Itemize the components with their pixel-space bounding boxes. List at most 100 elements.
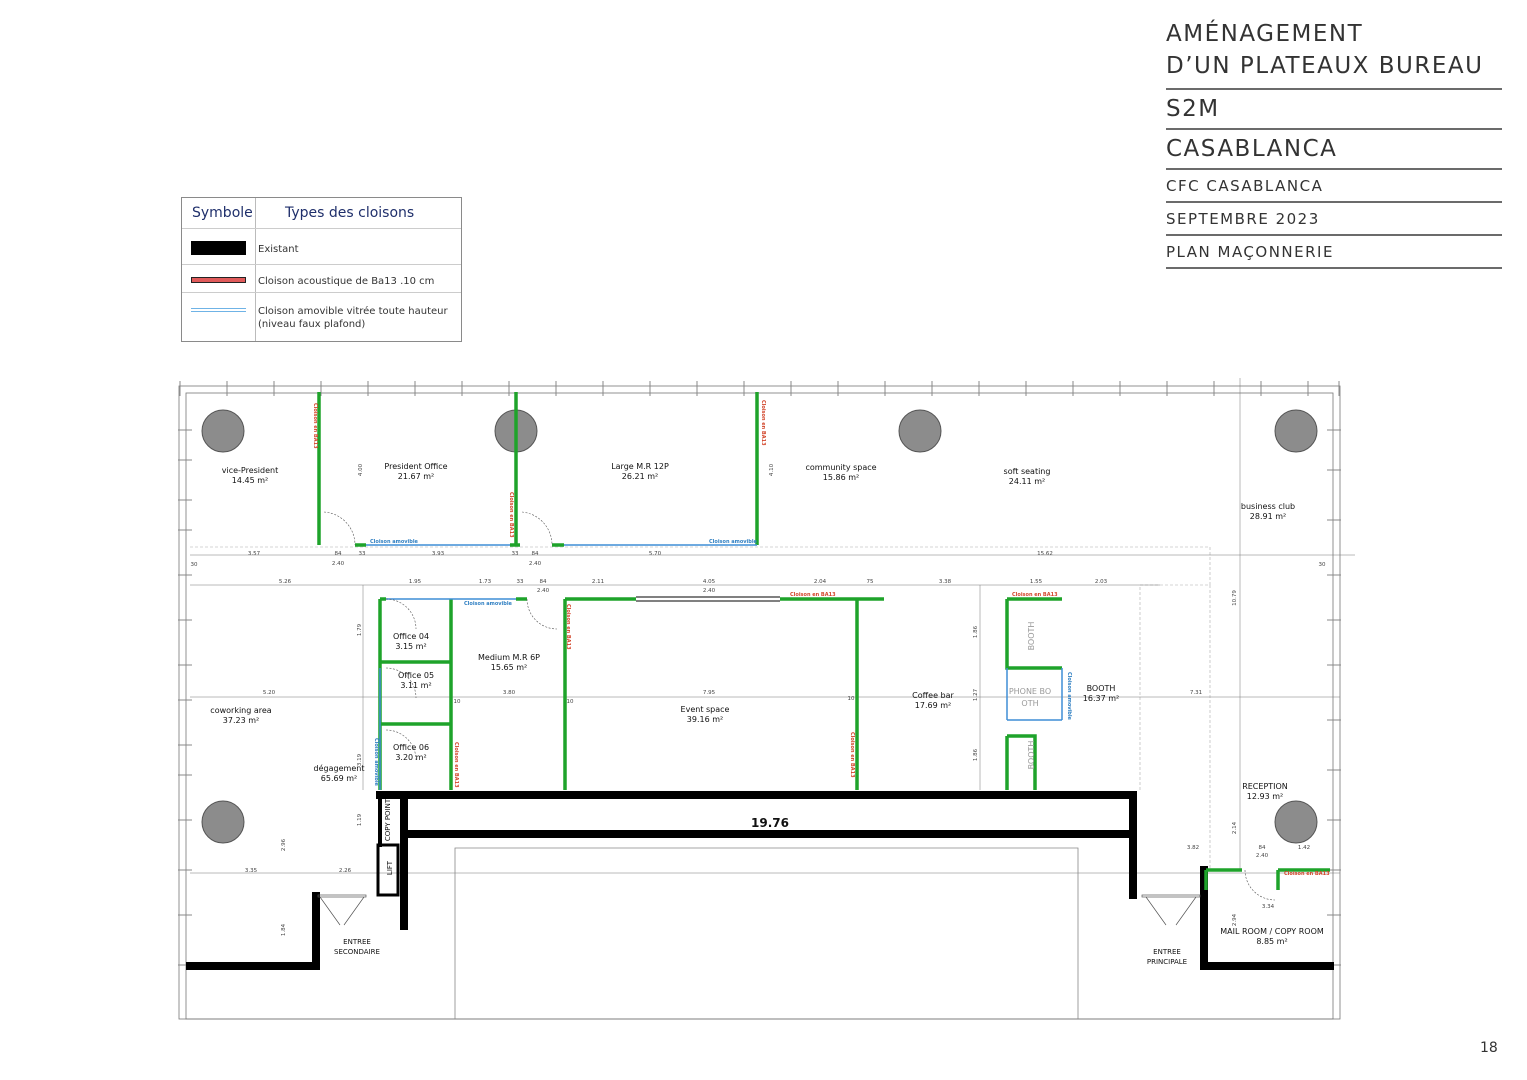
room-area-mail-room: 8.85 m² xyxy=(1256,937,1287,946)
svg-text:15.65 m²: 15.65 m² xyxy=(491,663,527,672)
sheet-name: PLAN MAÇONNERIE xyxy=(1166,236,1502,269)
legend-types-header: Types des cloisons xyxy=(285,205,415,221)
legend-item-acoustic: Cloison acoustique de Ba13 .10 cm xyxy=(258,276,435,287)
dim-text: 1.19 xyxy=(357,813,363,826)
room-name-office-04: Office 04 xyxy=(393,632,429,641)
legend-item-glazed-2: (niveau faux plafond) xyxy=(258,319,366,330)
svg-text:14.45 m²: 14.45 m² xyxy=(232,476,268,485)
dim-text: 7.31 xyxy=(1190,690,1202,696)
glazed-note: Cloison amovible xyxy=(464,601,513,607)
svg-text:Office 06: Office 06 xyxy=(393,743,429,752)
void-outline xyxy=(454,847,1079,1019)
svg-text:Large M.R 12P: Large M.R 12P xyxy=(611,462,669,471)
ba13-note: Cloison en BA13 xyxy=(565,604,571,650)
svg-text:15.86 m²: 15.86 m² xyxy=(823,473,859,482)
svg-text:coworking area: coworking area xyxy=(210,706,272,715)
svg-text:dégagement: dégagement xyxy=(314,763,365,773)
client-name: S2M xyxy=(1166,90,1502,130)
title-line-2: D’UN PLATEAUX BUREAU xyxy=(1166,53,1484,79)
room-name-community-space: community space xyxy=(805,463,876,472)
room-name-mail-room: MAIL ROOM / COPY ROOM xyxy=(1220,927,1324,936)
dim-text: 1.84 xyxy=(281,923,287,936)
legend-item-glazed-1: Cloison amovible vitrée toute hauteur xyxy=(258,306,448,317)
ba13-note: Cloison en BA13 xyxy=(508,492,514,538)
partition-notes: Cloison en BA13 Cloison en BA13 Cloison … xyxy=(312,400,1330,877)
room-area-president-office: 21.67 m² xyxy=(398,472,434,481)
dim-text: 1.79 xyxy=(357,623,363,636)
glazed-note: Cloison amovible xyxy=(709,539,758,545)
dim-text: 2.96 xyxy=(281,838,287,851)
dim-text: 10 xyxy=(567,699,574,705)
title-block: AMÉNAGEMENT D’UN PLATEAUX BUREAU S2M CAS… xyxy=(1166,18,1502,269)
dim-text: 1.95 xyxy=(409,579,422,585)
dim-text: 4.05 xyxy=(703,579,716,585)
room-area-office-05: 3.11 m² xyxy=(400,681,431,690)
ba13-note: Cloison en BA13 xyxy=(849,732,855,778)
secondary-entrance-label-2: SECONDAIRE xyxy=(334,948,380,956)
glazed-note: Cloison amovible xyxy=(373,738,379,787)
svg-text:community space: community space xyxy=(805,463,876,472)
dim-text: 84 xyxy=(540,579,547,585)
svg-text:MAIL ROOM / COPY ROOM: MAIL ROOM / COPY ROOM xyxy=(1220,927,1324,936)
dim-text: 2.26 xyxy=(339,868,352,874)
svg-text:39.16 m²: 39.16 m² xyxy=(687,715,723,724)
ba13-note: Cloison en BA13 xyxy=(1012,592,1058,598)
dim-text: 1.86 xyxy=(973,625,979,638)
dim-text: 2.14 xyxy=(1232,821,1238,834)
dim-text: 5.26 xyxy=(279,579,292,585)
svg-text:24.11 m²: 24.11 m² xyxy=(1009,477,1045,486)
dim-text: 2.40 xyxy=(537,588,550,594)
legend-divider xyxy=(255,198,256,341)
room-area-event-space: 39.16 m² xyxy=(687,715,723,724)
ba13-note: Cloison en BA13 xyxy=(760,400,766,446)
dim-text: 84 xyxy=(532,551,539,557)
entrance-doors xyxy=(317,894,1201,926)
room-name-booth: BOOTH xyxy=(1087,684,1116,693)
main-entrance-label-2: PRINCIPALE xyxy=(1147,958,1187,966)
room-area-business-club: 28.91 m² xyxy=(1250,512,1286,521)
dim-text: 15.62 xyxy=(1037,551,1053,557)
dim-text: 84 xyxy=(1259,845,1266,851)
glazed-partitions xyxy=(366,544,1063,790)
room-area-booth: 16.37 m² xyxy=(1083,694,1119,703)
dim-text: 30 xyxy=(191,562,198,568)
partition-legend: Symbole Types des cloisons Existant Cloi… xyxy=(181,197,462,342)
room-name-degagement: dégagement xyxy=(314,763,365,773)
svg-text:Coffee bar: Coffee bar xyxy=(912,691,954,700)
phone-booth-label-2: OTH xyxy=(1021,699,1038,708)
dim-text: 3.38 xyxy=(939,579,952,585)
facade-mullions xyxy=(178,381,1341,966)
dim-text: 4.10 xyxy=(769,463,775,476)
misc-labels: 19.76 COPY POINT LIFT ENTREE SECONDAIRE … xyxy=(334,622,1187,966)
dim-text: 2.40 xyxy=(703,588,716,594)
legend-item-existing: Existant xyxy=(258,244,299,255)
room-name-president-office: President Office xyxy=(384,462,447,471)
dim-text: 2.03 xyxy=(1095,579,1108,585)
svg-text:26.21 m²: 26.21 m² xyxy=(622,472,658,481)
glazed-note: Cloison amovible xyxy=(1066,672,1072,721)
svg-text:soft seating: soft seating xyxy=(1004,467,1051,476)
legend-row-divider xyxy=(182,264,461,265)
room-area-large-mr: 26.21 m² xyxy=(622,472,658,481)
room-name-business-club: business club xyxy=(1241,502,1295,511)
legend-row-divider xyxy=(182,292,461,293)
dim-text: 1.55 xyxy=(1030,579,1043,585)
date: SEPTEMBRE 2023 xyxy=(1166,203,1502,236)
svg-text:28.91 m²: 28.91 m² xyxy=(1250,512,1286,521)
svg-text:21.67 m²: 21.67 m² xyxy=(398,472,434,481)
dim-text: 33 xyxy=(512,551,519,557)
room-name-reception: RECEPTION xyxy=(1242,782,1288,791)
existing-wall-symbol xyxy=(191,241,246,255)
room-area-community-space: 15.86 m² xyxy=(823,473,859,482)
dim-text: 84 xyxy=(335,551,342,557)
dim-text: 10.79 xyxy=(1232,590,1238,606)
dim-text: 3.82 xyxy=(1187,845,1199,851)
room-name-coworking: coworking area xyxy=(210,706,272,715)
legend-symbol-header: Symbole xyxy=(192,205,253,221)
dim-text: 1.42 xyxy=(1298,845,1310,851)
dim-text: 3.57 xyxy=(248,551,261,557)
room-name-vice-president: vice-President xyxy=(222,466,278,475)
dim-text: 3.80 xyxy=(503,690,516,696)
dim-text: 1.27 xyxy=(973,688,979,701)
dim-text: 10 xyxy=(454,699,461,705)
